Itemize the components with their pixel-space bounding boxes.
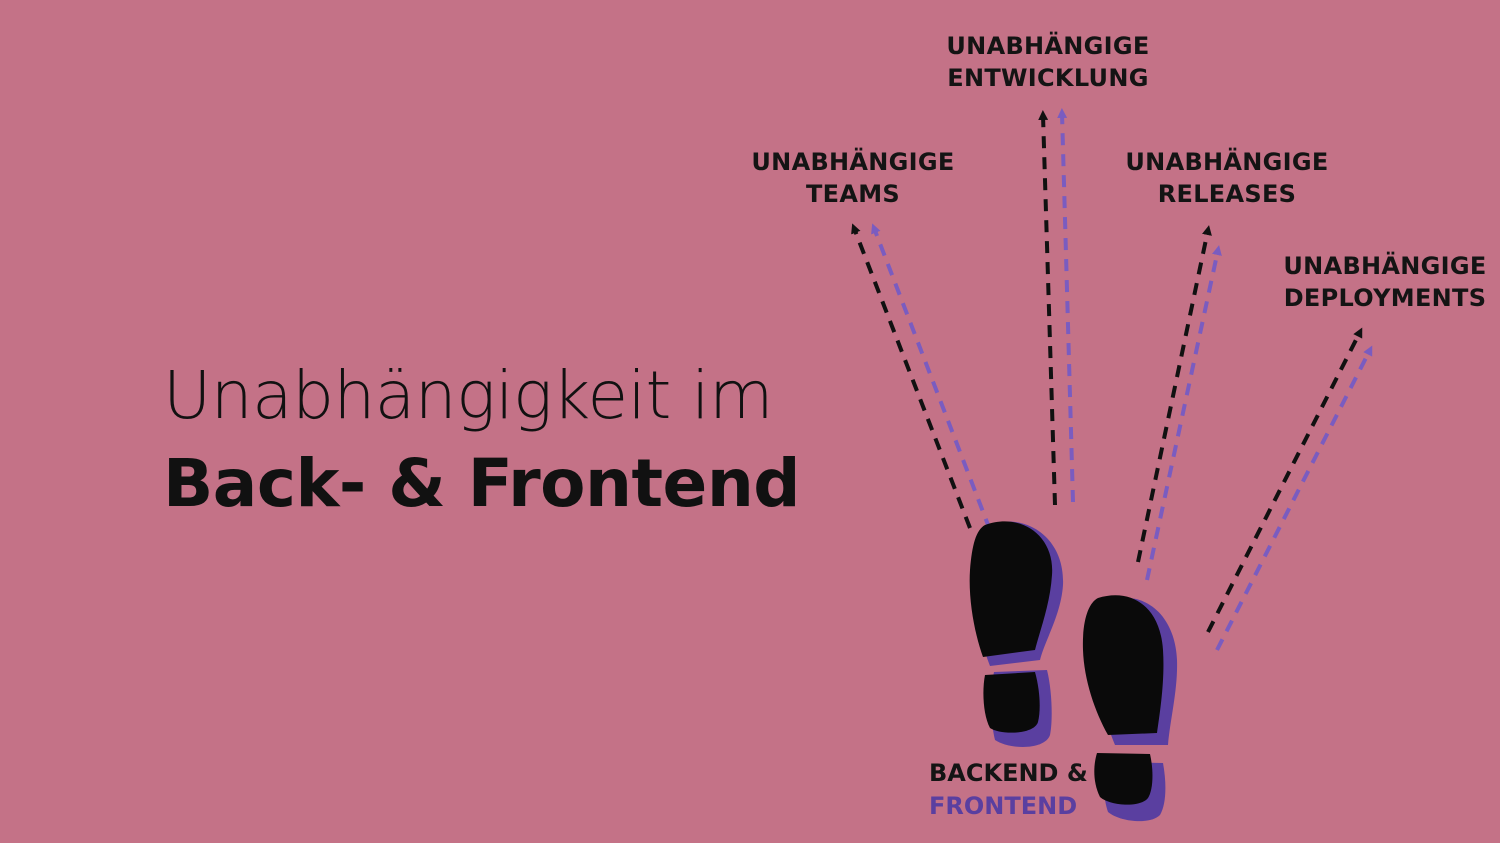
backend-arrow-teams	[851, 223, 972, 529]
backend-arrow-entwicklung	[1038, 110, 1057, 506]
goal-label-releases: UNABHÄNGIGE RELEASES	[1122, 146, 1332, 210]
goal-label-teams-line2: TEAMS	[805, 180, 900, 208]
footprint-right-icon	[1082, 595, 1178, 822]
title-line-2: Back- & Frontend	[163, 445, 801, 522]
arrow-pair-entwicklung	[1038, 108, 1075, 506]
origin-label: BACKEND & FRONTEND	[929, 757, 1088, 823]
goal-label-releases-line1: UNABHÄNGIGE	[1125, 148, 1329, 176]
goal-label-entwicklung-line1: UNABHÄNGIGE	[946, 32, 1150, 60]
arrow-pair-releases	[1136, 225, 1222, 581]
goal-label-deployments: UNABHÄNGIGE DEPLOYMENTS	[1278, 250, 1492, 314]
frontend-arrow-deployments	[1215, 345, 1373, 651]
arrow-pair-teams	[851, 223, 992, 531]
goal-label-entwicklung: UNABHÄNGIGE ENTWICKLUNG	[938, 30, 1158, 94]
frontend-arrow-teams	[871, 223, 992, 531]
goal-label-deployments-line2: DEPLOYMENTS	[1283, 284, 1487, 312]
goal-label-entwicklung-line2: ENTWICKLUNG	[947, 64, 1149, 92]
goal-label-deployments-line1: UNABHÄNGIGE	[1283, 252, 1487, 280]
frontend-arrow-entwicklung	[1057, 108, 1075, 503]
footprint-left-icon	[969, 521, 1064, 747]
backend-arrow-releases	[1136, 225, 1212, 563]
page-title: Unabhängigkeit im Back- & Frontend	[163, 352, 863, 528]
backend-label: BACKEND &	[929, 759, 1088, 787]
backend-arrow-deployments	[1206, 327, 1363, 633]
goal-label-releases-line2: RELEASES	[1157, 180, 1297, 208]
frontend-arrow-releases	[1145, 245, 1222, 581]
frontend-label: FRONTEND	[929, 792, 1078, 820]
title-line-1: Unabhängigkeit im	[163, 357, 773, 434]
goal-label-teams-line1: UNABHÄNGIGE	[751, 148, 955, 176]
arrow-pair-deployments	[1206, 327, 1373, 651]
goal-label-teams: UNABHÄNGIGE TEAMS	[748, 146, 958, 210]
